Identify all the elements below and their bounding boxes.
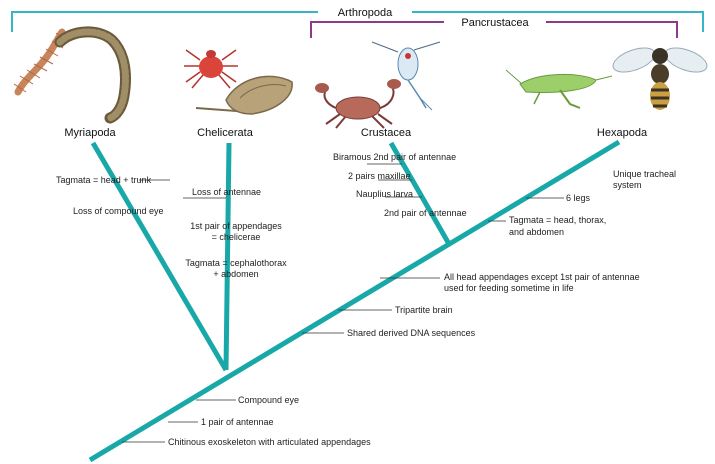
character-chelicerae-line2: = chelicerae bbox=[212, 232, 261, 242]
character-tagmata-head-trunk: Tagmata = head + trunk bbox=[56, 175, 152, 185]
chelicerata-branch bbox=[226, 143, 229, 370]
character-nauplius-larva: Nauplius larva bbox=[356, 189, 413, 199]
taxon-hexapoda: Hexapoda bbox=[597, 127, 648, 139]
character-six-legs: 6 legs bbox=[566, 193, 591, 203]
taxon-crustacea: Crustacea bbox=[361, 127, 412, 139]
cladogram-branches bbox=[90, 142, 619, 460]
taxon-myriapoda: Myriapoda bbox=[64, 127, 116, 139]
character-biramous-antennae: Biramous 2nd pair of antennae bbox=[333, 152, 456, 162]
copepod-icon bbox=[372, 42, 440, 110]
bee-icon bbox=[610, 43, 710, 110]
character-chelicerae-line1: 1st pair of appendages bbox=[190, 221, 282, 231]
millipede-icon bbox=[60, 32, 126, 118]
character-tagmata-cephalothorax-line1: Tagmata = cephalothorax bbox=[185, 258, 287, 268]
arthropoda-label: Arthropoda bbox=[338, 7, 393, 19]
taxon-chelicerata: Chelicerata bbox=[197, 127, 254, 139]
character-tripartite-brain: Tripartite brain bbox=[395, 305, 453, 315]
character-loss-compound-eye: Loss of compound eye bbox=[73, 206, 164, 216]
character-compound-eye: Compound eye bbox=[238, 395, 299, 405]
character-head-appendages-line1: All head appendages except 1st pair of a… bbox=[444, 272, 640, 282]
horseshoe-crab-icon bbox=[196, 76, 292, 114]
character-two-pairs-maxillae: 2 pairs maxillae bbox=[348, 171, 411, 181]
grasshopper-icon bbox=[506, 70, 612, 108]
character-second-pair-antennae: 2nd pair of antennae bbox=[384, 208, 467, 218]
character-loss-antennae: Loss of antennae bbox=[192, 187, 261, 197]
character-chitinous-exoskeleton: Chitinous exoskeleton with articulated a… bbox=[168, 437, 371, 447]
character-head-appendages-line2: used for feeding sometime in life bbox=[444, 283, 574, 293]
pancrustacea-bracket: Pancrustacea bbox=[311, 17, 677, 38]
character-tracheal-line2: system bbox=[613, 180, 642, 190]
character-labels: Tagmata = head + trunk Loss of compound … bbox=[56, 152, 676, 447]
trunk-hexapoda-branch bbox=[90, 142, 619, 460]
character-tagmata-three-line1: Tagmata = head, thorax, bbox=[509, 215, 606, 225]
character-tagmata-cephalothorax-line2: + abdomen bbox=[213, 269, 258, 279]
character-tagmata-three-line2: and abdomen bbox=[509, 227, 564, 237]
character-tracheal-line1: Unique tracheal bbox=[613, 169, 676, 179]
pancrustacea-label: Pancrustacea bbox=[461, 17, 529, 29]
crab-icon bbox=[315, 79, 401, 128]
character-one-pair-antennae: 1 pair of antennae bbox=[201, 417, 274, 427]
character-dna-sequences: Shared derived DNA sequences bbox=[347, 328, 476, 338]
arthropoda-bracket: Arthropoda bbox=[12, 7, 703, 32]
mite-icon bbox=[184, 50, 238, 88]
